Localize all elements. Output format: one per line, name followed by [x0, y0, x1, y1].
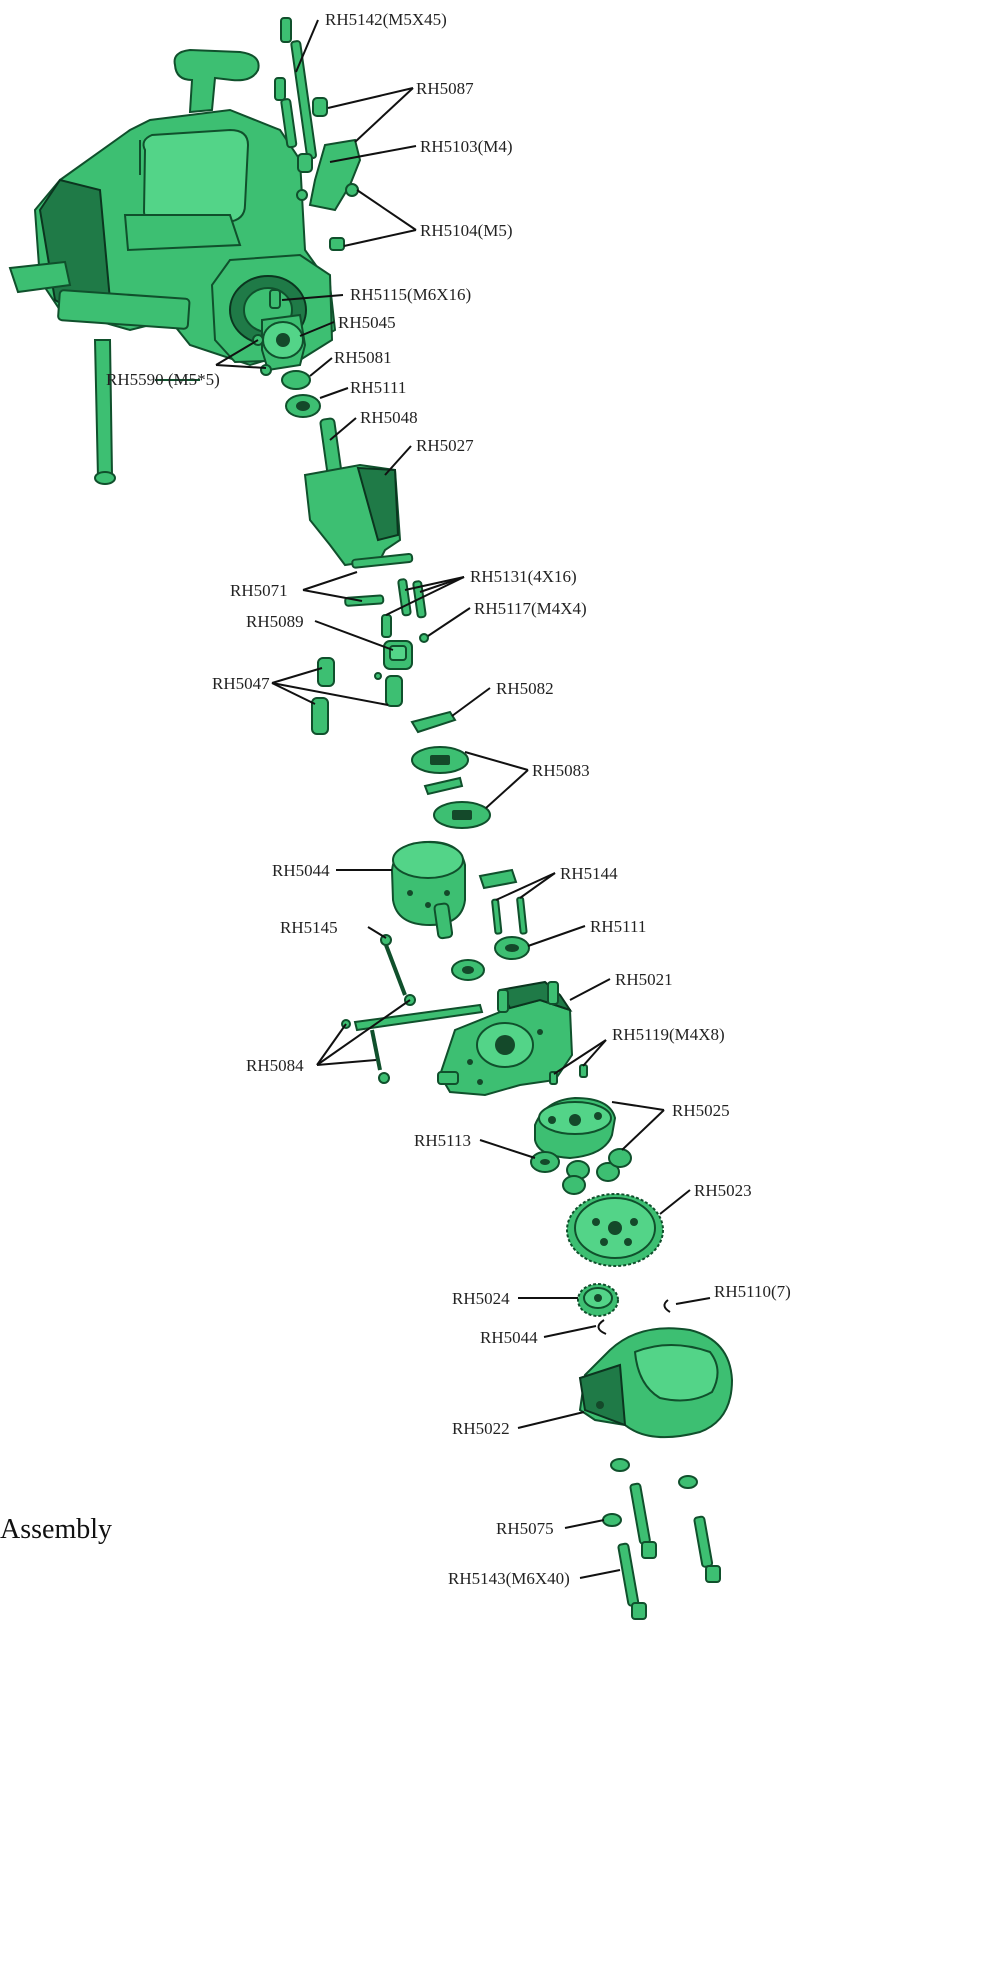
clip-rh5110 [663, 1299, 671, 1313]
label-rh5104: RH5104(M5) [420, 221, 513, 240]
clutch-mount-rh5027 [303, 463, 414, 569]
washers-rh5075 [602, 1458, 698, 1527]
label-rh5084: RH5084 [246, 1056, 304, 1075]
label-rh5022: RH5022 [452, 1419, 510, 1438]
label-rh5117: RH5117(M4X4) [474, 599, 587, 618]
carrier-rh5025 [534, 1096, 617, 1160]
discs-rh5083 [411, 746, 491, 829]
label-rh5023: RH5023 [694, 1181, 752, 1200]
label-rh5119: RH5119(M4X8) [612, 1025, 725, 1044]
label-rh5087: RH5087 [416, 79, 474, 98]
label-rh5113: RH5113 [414, 1131, 471, 1150]
label-rh5143: RH5143(M6X40) [448, 1569, 570, 1588]
linkage-rh5145 [380, 934, 407, 996]
label-rh5115: RH5115(M6X16) [350, 285, 471, 304]
bearing-rh5111-top [285, 394, 321, 418]
pinion-rh5024 [577, 1283, 619, 1317]
block-rh5089 [383, 640, 413, 670]
diagram-title: Assembly [0, 1514, 112, 1545]
label-rh5027: RH5027 [416, 436, 474, 455]
linkage-rh5084 [341, 994, 484, 1084]
screw-short-top [274, 77, 298, 149]
label-rh5047: RH5047 [212, 674, 270, 693]
pins-rh5144 [478, 868, 528, 935]
label-rh5111: RH5111 [590, 917, 646, 936]
label-rh5142: RH5142(M5X45) [325, 10, 447, 29]
label-rh5590: RH5590 (M5*5) [106, 370, 220, 389]
clip-rh5044 [597, 1319, 607, 1335]
flywheel-rh5044 [390, 840, 466, 940]
plate-rh5082 [410, 710, 457, 734]
set-screws-rh5119 [549, 1064, 588, 1085]
bearing-rh5113 [530, 1151, 560, 1173]
label-rh5045: RH5045 [338, 313, 396, 332]
bracket-rh5103 [296, 138, 362, 212]
gear-rh5045 [261, 289, 307, 372]
label-rh5071: RH5071 [230, 581, 288, 600]
label-rh5131: RH5131(4X16) [470, 567, 577, 586]
leader-lines [215, 19, 711, 1579]
gear-cover-rh5022 [578, 1327, 734, 1439]
label-rh5083: RH5083 [532, 761, 590, 780]
bearings-rh5111 [451, 936, 530, 981]
label-rh5082: RH5082 [496, 679, 554, 698]
label-rh5075: RH5075 [496, 1519, 554, 1538]
bushings-rh5025 [562, 1148, 632, 1195]
label-rh5089: RH5089 [246, 612, 304, 631]
shoes-rh5047 [311, 657, 403, 735]
bushing-rh5081 [281, 370, 311, 390]
label-rh5044-flywheel: RH5044 [272, 861, 330, 880]
label-rh5024: RH5024 [452, 1289, 510, 1308]
label-rh5110: RH5110(7) [714, 1282, 791, 1301]
spacers-rh5087 [297, 97, 328, 173]
nut-rh5104 [329, 237, 345, 251]
bolts-rh5143 [617, 1482, 721, 1620]
label-rh5111-top: RH5111 [350, 378, 406, 397]
label-rh5048: RH5048 [360, 408, 418, 427]
label-rh5103: RH5103(M4) [420, 137, 513, 156]
label-rh5145: RH5145 [280, 918, 338, 937]
spur-gear-rh5023 [566, 1193, 664, 1267]
label-rh5044-clip: RH5044 [480, 1328, 538, 1347]
label-rh5021: RH5021 [615, 970, 673, 989]
part-labels: RH5142(M5X45) RH5087 RH5103(M4) RH5104(M… [106, 10, 791, 1588]
plates-rh5071 [344, 594, 385, 607]
label-rh5144: RH5144 [560, 864, 618, 883]
set-screw-rh5117 [419, 633, 429, 643]
label-rh5081: RH5081 [334, 348, 392, 367]
engine-body [8, 48, 337, 485]
label-rh5025: RH5025 [672, 1101, 730, 1120]
